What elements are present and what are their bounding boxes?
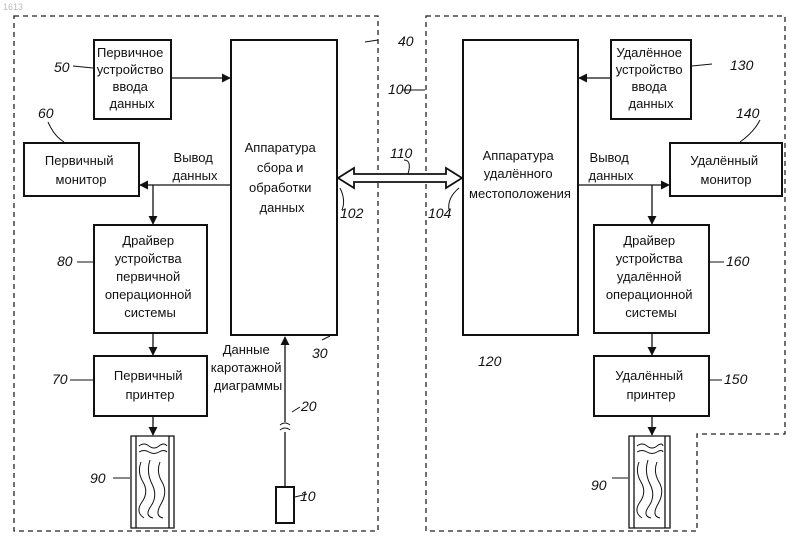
- ref-100: 100: [388, 81, 412, 97]
- ref-130: 130: [730, 57, 754, 73]
- data-out-right-label: Вывод данных: [588, 150, 634, 183]
- log-data-label: Данные каротажной диаграммы: [211, 342, 285, 393]
- watermark: 1613: [3, 2, 23, 12]
- remote-location-label: Аппаратура удалённого местоположения: [469, 148, 571, 201]
- ref-90-primary: 90: [90, 470, 106, 486]
- ref-20: 20: [300, 398, 317, 414]
- ref-150: 150: [724, 371, 748, 387]
- ref-60: 60: [38, 105, 54, 121]
- remote-printout-icon: [629, 436, 670, 528]
- ref-140: 140: [736, 105, 760, 121]
- data-out-left-label: Вывод данных: [172, 150, 218, 183]
- ref-104: 104: [428, 205, 452, 221]
- ref-10: 10: [300, 488, 316, 504]
- primary-printer-box: [94, 356, 207, 416]
- ref-30: 30: [312, 345, 328, 361]
- communication-link: [338, 168, 462, 188]
- ref-102: 102: [340, 205, 364, 221]
- ref-90-remote: 90: [591, 477, 607, 493]
- ref-160: 160: [726, 253, 750, 269]
- ref-110: 110: [390, 145, 413, 161]
- ref-70: 70: [52, 371, 68, 387]
- primary-printout-icon: [131, 436, 174, 528]
- primary-monitor-box: [24, 143, 139, 196]
- remote-monitor-box: [670, 143, 782, 196]
- remote-printer-box: [594, 356, 709, 416]
- logging-tool-box: [276, 487, 294, 523]
- ref-120: 120: [478, 353, 502, 369]
- ref-50: 50: [54, 59, 70, 75]
- ref-80: 80: [57, 253, 73, 269]
- ref-40: 40: [398, 33, 414, 49]
